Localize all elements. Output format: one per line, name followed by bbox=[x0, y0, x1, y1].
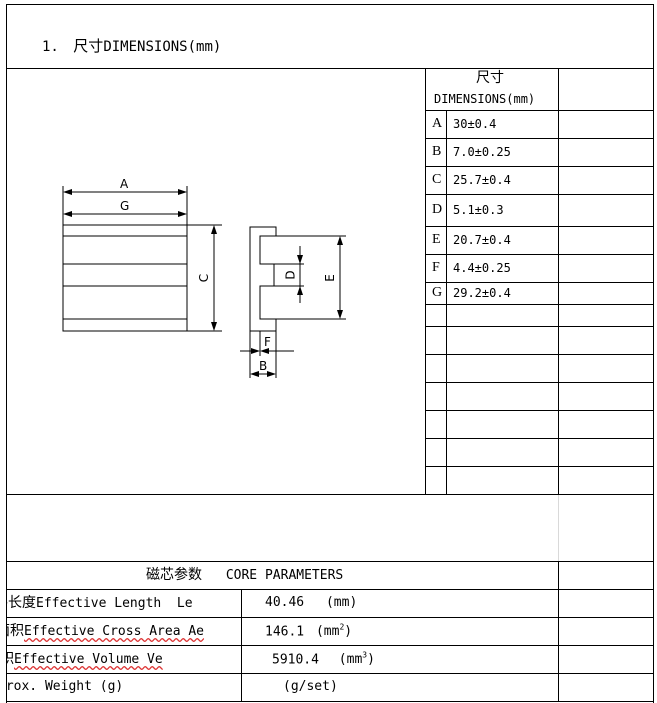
side-view-outline bbox=[249, 226, 277, 332]
dim-row-letter: F bbox=[432, 260, 440, 275]
core-params-title-cn: 磁芯参数 bbox=[146, 567, 202, 583]
section-title-en: DIMENSIONS(mm) bbox=[103, 39, 222, 55]
core-col-sep1 bbox=[241, 589, 242, 702]
dim-label-a: A bbox=[120, 177, 129, 191]
frame-left bbox=[6, 4, 7, 703]
dim-row-value: 20.7±0.4 bbox=[453, 233, 511, 247]
section-title-cn: 尺寸 bbox=[73, 37, 104, 55]
dim-header-en: DIMENSIONS(mm) bbox=[434, 92, 536, 106]
dim-row-letter: D bbox=[432, 202, 443, 217]
dim-row-letter: G bbox=[432, 285, 443, 300]
dim-row-value: 30±0.4 bbox=[453, 117, 497, 131]
dim-row-letter: C bbox=[432, 172, 442, 187]
dim-row-value: 29.2±0.4 bbox=[453, 286, 511, 300]
frame-top bbox=[6, 4, 654, 5]
dim-label-c: C bbox=[197, 273, 212, 283]
empty-band-gridline bbox=[558, 495, 559, 561]
dim-row-value: 5.1±0.3 bbox=[453, 203, 504, 217]
core-params-title-en: CORE PARAMETERS bbox=[225, 568, 344, 583]
core-row-label: 面积Effective Cross Area Ae bbox=[0, 623, 205, 639]
dim-row-value: 25.7±0.4 bbox=[453, 173, 511, 187]
dim-row-letter: E bbox=[432, 232, 441, 247]
dim-label-b: B bbox=[259, 359, 268, 373]
dim-row-letter: B bbox=[432, 144, 442, 159]
dim-row-value: 4.4±0.25 bbox=[453, 261, 511, 275]
dim-table-col2 bbox=[558, 68, 559, 494]
dim-label-f: F bbox=[264, 335, 271, 349]
dim-label-e: E bbox=[322, 274, 337, 282]
dim-header-cn: 尺寸 bbox=[476, 70, 504, 86]
frame-left-overlay bbox=[6, 561, 7, 703]
frame-right bbox=[653, 4, 654, 703]
title-divider bbox=[6, 68, 654, 69]
core-row-value: 146.1 (mm2) bbox=[265, 623, 353, 640]
core-row-value: 40.46 (mm) bbox=[265, 595, 358, 610]
core-row-label: 路长度Effective Length Le bbox=[0, 595, 193, 611]
dim-table-col1 bbox=[446, 110, 447, 494]
dim-label-g: G bbox=[120, 199, 130, 213]
section-title: 1. 尺寸DIMENSIONS(mm) bbox=[42, 37, 222, 55]
effective-cross-area-label: Effective Cross Area Ae bbox=[24, 624, 205, 639]
dim-table-left bbox=[425, 68, 426, 494]
drawing-bottom-divider bbox=[6, 494, 654, 495]
core-row-label: 积Effective Volume Ve bbox=[0, 651, 163, 667]
front-view-outline bbox=[62, 224, 188, 332]
section-number: 1. bbox=[42, 39, 59, 55]
core-row-label: prox. Weight (g) bbox=[0, 679, 124, 694]
left-margin-mask bbox=[0, 589, 6, 703]
core-col-sep2 bbox=[558, 561, 559, 702]
dim-row-letter: A bbox=[432, 116, 443, 131]
core-row-value: 5910.4 (mm3) bbox=[272, 651, 375, 668]
dim-label-d: D bbox=[283, 270, 298, 280]
dim-row-value: 7.0±0.25 bbox=[453, 145, 511, 159]
core-params-title: 磁芯参数 CORE PARAMETERS bbox=[146, 568, 343, 582]
core-row-value: (g/set) bbox=[283, 679, 338, 694]
